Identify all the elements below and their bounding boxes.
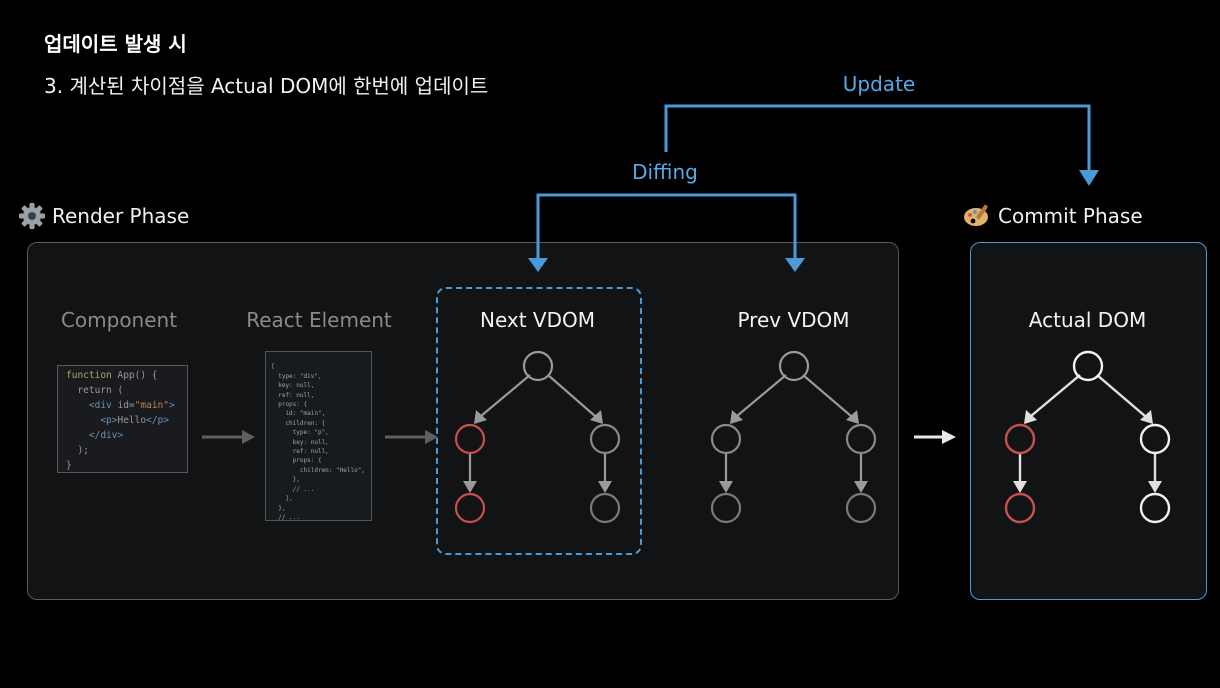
update-label: Update bbox=[842, 72, 916, 96]
page-title: 업데이트 발생 시 bbox=[44, 32, 187, 56]
react-element-object-block: { type: "div", key: null, ref: null, pro… bbox=[265, 351, 372, 521]
tree-node bbox=[589, 492, 621, 524]
object-line: // ... bbox=[271, 513, 300, 521]
tree-node-changed bbox=[454, 423, 486, 455]
prev-vdom-label: Prev VDOM bbox=[737, 308, 850, 332]
actual-dom-label: Actual DOM bbox=[1028, 308, 1147, 332]
object-line: type: "p", bbox=[271, 429, 329, 437]
tree-node-changed bbox=[454, 492, 486, 524]
code-line-5: </div> bbox=[66, 430, 124, 441]
diffing-arrowhead-next bbox=[528, 258, 548, 272]
tree-node bbox=[1139, 423, 1171, 455]
flow-arrow-component-to-element bbox=[202, 430, 255, 444]
update-arrowhead bbox=[1079, 170, 1099, 186]
commit-phase-panel bbox=[970, 242, 1207, 600]
object-line: }, bbox=[271, 504, 286, 512]
tree-node bbox=[1072, 350, 1104, 382]
object-line: props: { bbox=[271, 457, 322, 465]
tree-node bbox=[845, 423, 877, 455]
tree-node bbox=[589, 423, 621, 455]
page-subtitle: 3. 계산된 차이점을 Actual DOM에 한번에 업데이트 bbox=[44, 74, 489, 98]
react-element-label: React Element bbox=[246, 308, 392, 332]
tree-node bbox=[845, 492, 877, 524]
tree-node-changed bbox=[1004, 492, 1036, 524]
flow-arrow-element-to-vdom bbox=[385, 430, 438, 444]
component-code-block: function App() { return ( <div id="main"… bbox=[57, 365, 188, 473]
object-line: ref: null, bbox=[271, 391, 315, 399]
prev-vdom-tree bbox=[710, 350, 877, 524]
diffing-arrow bbox=[536, 193, 797, 258]
next-vdom-tree bbox=[454, 350, 621, 524]
commit-phase-text: Commit Phase bbox=[998, 204, 1143, 228]
object-line: type: "div", bbox=[271, 372, 322, 380]
object-line: }, bbox=[271, 495, 293, 503]
next-vdom-label: Next VDOM bbox=[479, 308, 596, 332]
diffing-arrowhead-prev bbox=[785, 258, 805, 272]
component-label: Component bbox=[60, 308, 178, 332]
render-phase-label: Render Phase bbox=[18, 202, 189, 230]
tree-node bbox=[710, 492, 742, 524]
palette-icon bbox=[964, 204, 988, 226]
code-line-4: <p>Hello</p> bbox=[66, 415, 169, 426]
flow-arrow-render-to-commit bbox=[914, 430, 956, 444]
code-line-3: <div id="main"> bbox=[66, 400, 175, 411]
commit-phase-label: Commit Phase bbox=[962, 202, 1143, 230]
tree-node bbox=[778, 350, 810, 382]
tree-node bbox=[1139, 492, 1171, 524]
tree-node-changed bbox=[1004, 423, 1036, 455]
code-line-1: function App() { bbox=[66, 370, 158, 381]
next-vdom-highlight-box bbox=[436, 287, 642, 555]
object-line: // ... bbox=[271, 485, 315, 493]
gear-icon bbox=[19, 203, 45, 229]
object-line: ref: null, bbox=[271, 448, 329, 456]
object-line: { bbox=[271, 363, 275, 371]
tree-node bbox=[522, 350, 554, 382]
code-line-7: } bbox=[66, 460, 72, 471]
code-line-2: return ( bbox=[66, 385, 124, 396]
object-line: children: { bbox=[271, 419, 326, 427]
object-line: }, bbox=[271, 476, 300, 484]
update-arrow bbox=[664, 104, 1091, 170]
diffing-label: Diffing bbox=[632, 160, 698, 184]
object-line: key: null, bbox=[271, 382, 315, 390]
tree-node bbox=[710, 423, 742, 455]
object-line: props: { bbox=[271, 401, 308, 409]
object-line: key: null, bbox=[271, 438, 329, 446]
object-line: id: "main", bbox=[271, 410, 326, 418]
actual-dom-tree bbox=[1004, 350, 1171, 524]
code-line-6: ); bbox=[66, 445, 89, 456]
object-line: children: "Hello", bbox=[271, 466, 365, 474]
render-phase-text: Render Phase bbox=[52, 204, 190, 228]
